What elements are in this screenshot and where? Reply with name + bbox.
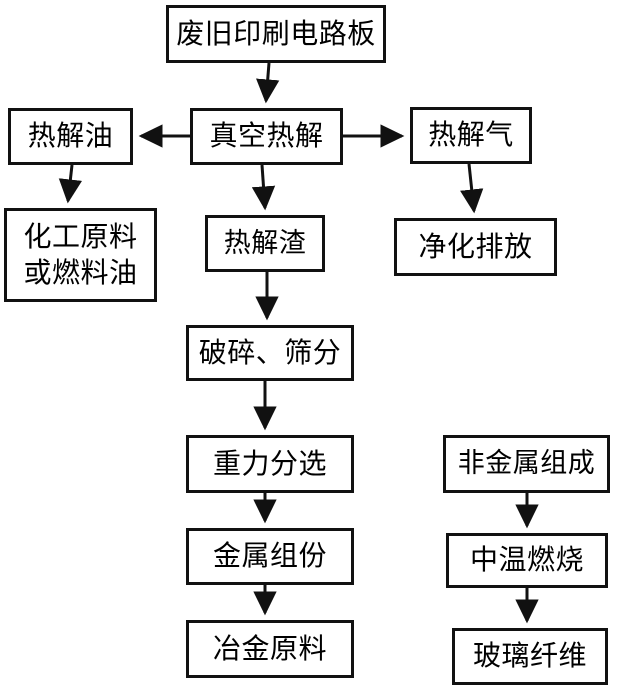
node-nonmetal-composition[interactable]: 非金属组成 xyxy=(443,435,610,493)
node-label: 热解油 xyxy=(27,119,114,153)
node-label: 冶金原料 xyxy=(212,631,327,665)
node-pyrolysis-gas[interactable]: 热解气 xyxy=(410,107,532,164)
edge-gas-to-emission xyxy=(460,163,484,214)
node-label: 重力分选 xyxy=(212,446,327,480)
node-label: 破碎、筛分 xyxy=(198,335,342,369)
node-metal-component[interactable]: 金属组份 xyxy=(186,528,354,585)
node-gravity-separation[interactable]: 重力分选 xyxy=(186,435,354,493)
node-label: 真空热解 xyxy=(209,119,324,153)
node-label: 非金属组成 xyxy=(457,448,596,480)
node-pyrolysis-oil[interactable]: 热解油 xyxy=(8,108,133,165)
node-vacuum-pyrolysis[interactable]: 真空热解 xyxy=(190,108,343,165)
node-chemical-or-fuel-oil[interactable]: 化工原料 或燃料油 xyxy=(4,208,157,302)
edge-oil-to-chemical xyxy=(58,164,83,204)
node-label: 净化排放 xyxy=(418,229,533,263)
node-label: 热解渣 xyxy=(223,227,307,259)
node-label: 金属组份 xyxy=(212,539,327,573)
node-label: 玻璃纤维 xyxy=(472,639,587,673)
node-waste-pcb[interactable]: 废旧印刷电路板 xyxy=(166,5,386,63)
node-metallurgical-material[interactable]: 冶金原料 xyxy=(186,620,354,678)
node-label: 废旧印刷电路板 xyxy=(176,16,376,50)
node-label-line2: 或燃料油 xyxy=(23,256,138,289)
node-medium-temp-combustion[interactable]: 中温燃烧 xyxy=(446,533,608,588)
edge-waste-to-pyrolysis xyxy=(256,62,280,104)
node-label-line1: 化工原料 xyxy=(23,219,138,253)
node-crushing-screening[interactable]: 破碎、筛分 xyxy=(186,325,354,381)
node-pyrolysis-residue[interactable]: 热解渣 xyxy=(205,215,325,272)
edge-pyrolysis-to-residue xyxy=(251,164,276,211)
node-glass-fiber[interactable]: 玻璃纤维 xyxy=(452,628,608,685)
node-label: 热解气 xyxy=(428,118,514,152)
node-purified-emission[interactable]: 净化排放 xyxy=(394,218,557,276)
node-label: 中温燃烧 xyxy=(469,543,584,577)
